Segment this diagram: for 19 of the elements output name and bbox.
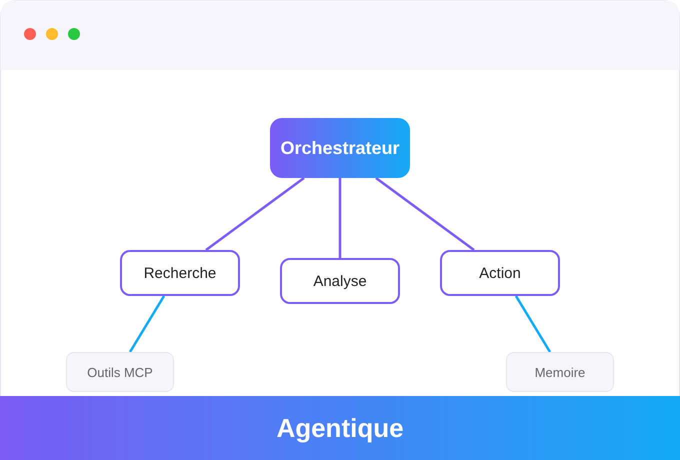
connector-line (128, 295, 166, 353)
node-label: Analyse (313, 272, 367, 290)
node-label: Memoire (534, 364, 586, 380)
node-label: Recherche (144, 264, 216, 282)
agent-node (120, 250, 240, 296)
node-label: Outils MCP (87, 364, 153, 380)
connector-line (338, 178, 342, 258)
tool-node (506, 352, 614, 392)
node-label: Agentique (276, 412, 404, 444)
connector-line (205, 177, 305, 251)
agent-node (280, 258, 400, 304)
node-label: Orchestrateur (280, 138, 400, 158)
tool-node (66, 352, 174, 392)
root-node (270, 118, 410, 178)
node-label: Action (479, 264, 521, 282)
connector-line (514, 295, 552, 353)
connector-line (375, 177, 475, 251)
title-band (0, 396, 680, 460)
agent-node (440, 250, 560, 296)
